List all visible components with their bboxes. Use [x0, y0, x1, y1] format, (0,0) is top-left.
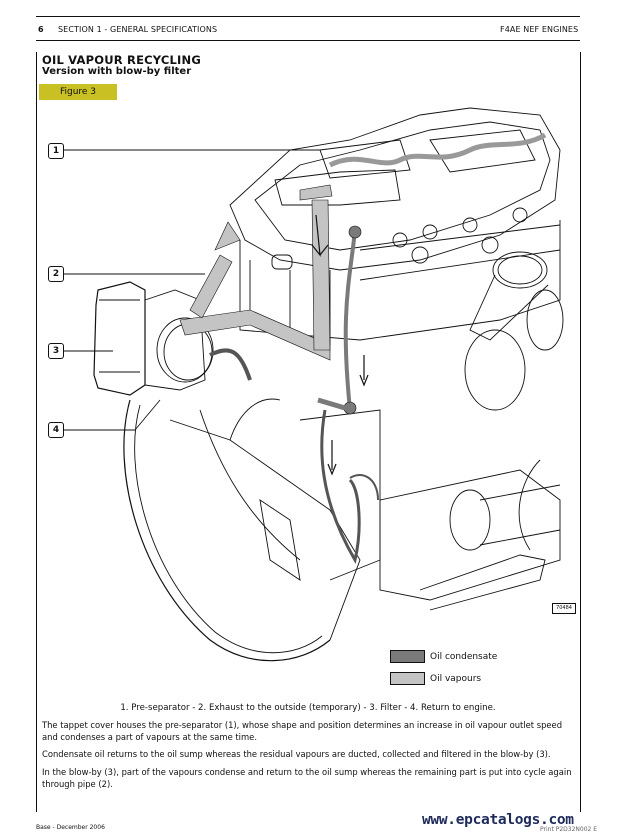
page-subtitle: Version with blow-by filter — [42, 66, 192, 77]
legend-vapours: Oil vapours — [390, 672, 481, 685]
paragraph: The tappet cover houses the pre-separato… — [42, 720, 563, 742]
callout-2: 2 — [48, 266, 64, 282]
footer-edition: Base - December 2006 — [36, 824, 105, 831]
engine-illustration — [63, 107, 564, 662]
paragraph: Condensate oil returns to the oil sump w… — [42, 749, 551, 759]
callout-3: 3 — [48, 343, 64, 359]
callout-1: 1 — [48, 143, 64, 159]
illustration-ref: 70484 — [552, 603, 576, 614]
watermark-link[interactable]: www.epcatalogs.com — [422, 812, 574, 828]
condensate-flow — [209, 225, 379, 565]
cylinder-head — [239, 207, 561, 345]
footer-print-ref: Print P2D32N002 E — [540, 826, 598, 833]
starter-motor — [379, 459, 561, 611]
flywheel-housing — [123, 398, 381, 662]
legend-condensate: Oil condensate — [390, 650, 497, 663]
manual-title: F4AE NEF ENGINES — [500, 25, 579, 34]
legend-label: Oil condensate — [430, 652, 498, 662]
callout-leaders — [63, 149, 320, 431]
legend-swatch-vapours — [390, 672, 425, 685]
page-number: 6 — [38, 25, 44, 34]
content-frame — [36, 52, 581, 812]
figure-caption: 1. Pre-separator - 2. Exhaust to the out… — [120, 703, 496, 713]
legend-label: Oil vapours — [430, 674, 482, 684]
figure-label: Figure 3 — [39, 84, 117, 100]
blow-by-filter — [93, 281, 214, 396]
legend-swatch-condensate — [390, 650, 425, 663]
callout-4: 4 — [48, 422, 64, 438]
section-title: SECTION 1 - GENERAL SPECIFICATIONS — [58, 25, 218, 34]
header-bottom-rule — [36, 40, 580, 41]
vapour-flow — [179, 184, 333, 361]
tappet-cover — [229, 107, 561, 271]
page-title: OIL VAPOUR RECYCLING — [42, 53, 201, 67]
paragraph: In the blow-by (3), part of the vapours … — [42, 767, 572, 789]
intake-elbow — [464, 251, 564, 411]
header-top-rule — [36, 16, 580, 17]
